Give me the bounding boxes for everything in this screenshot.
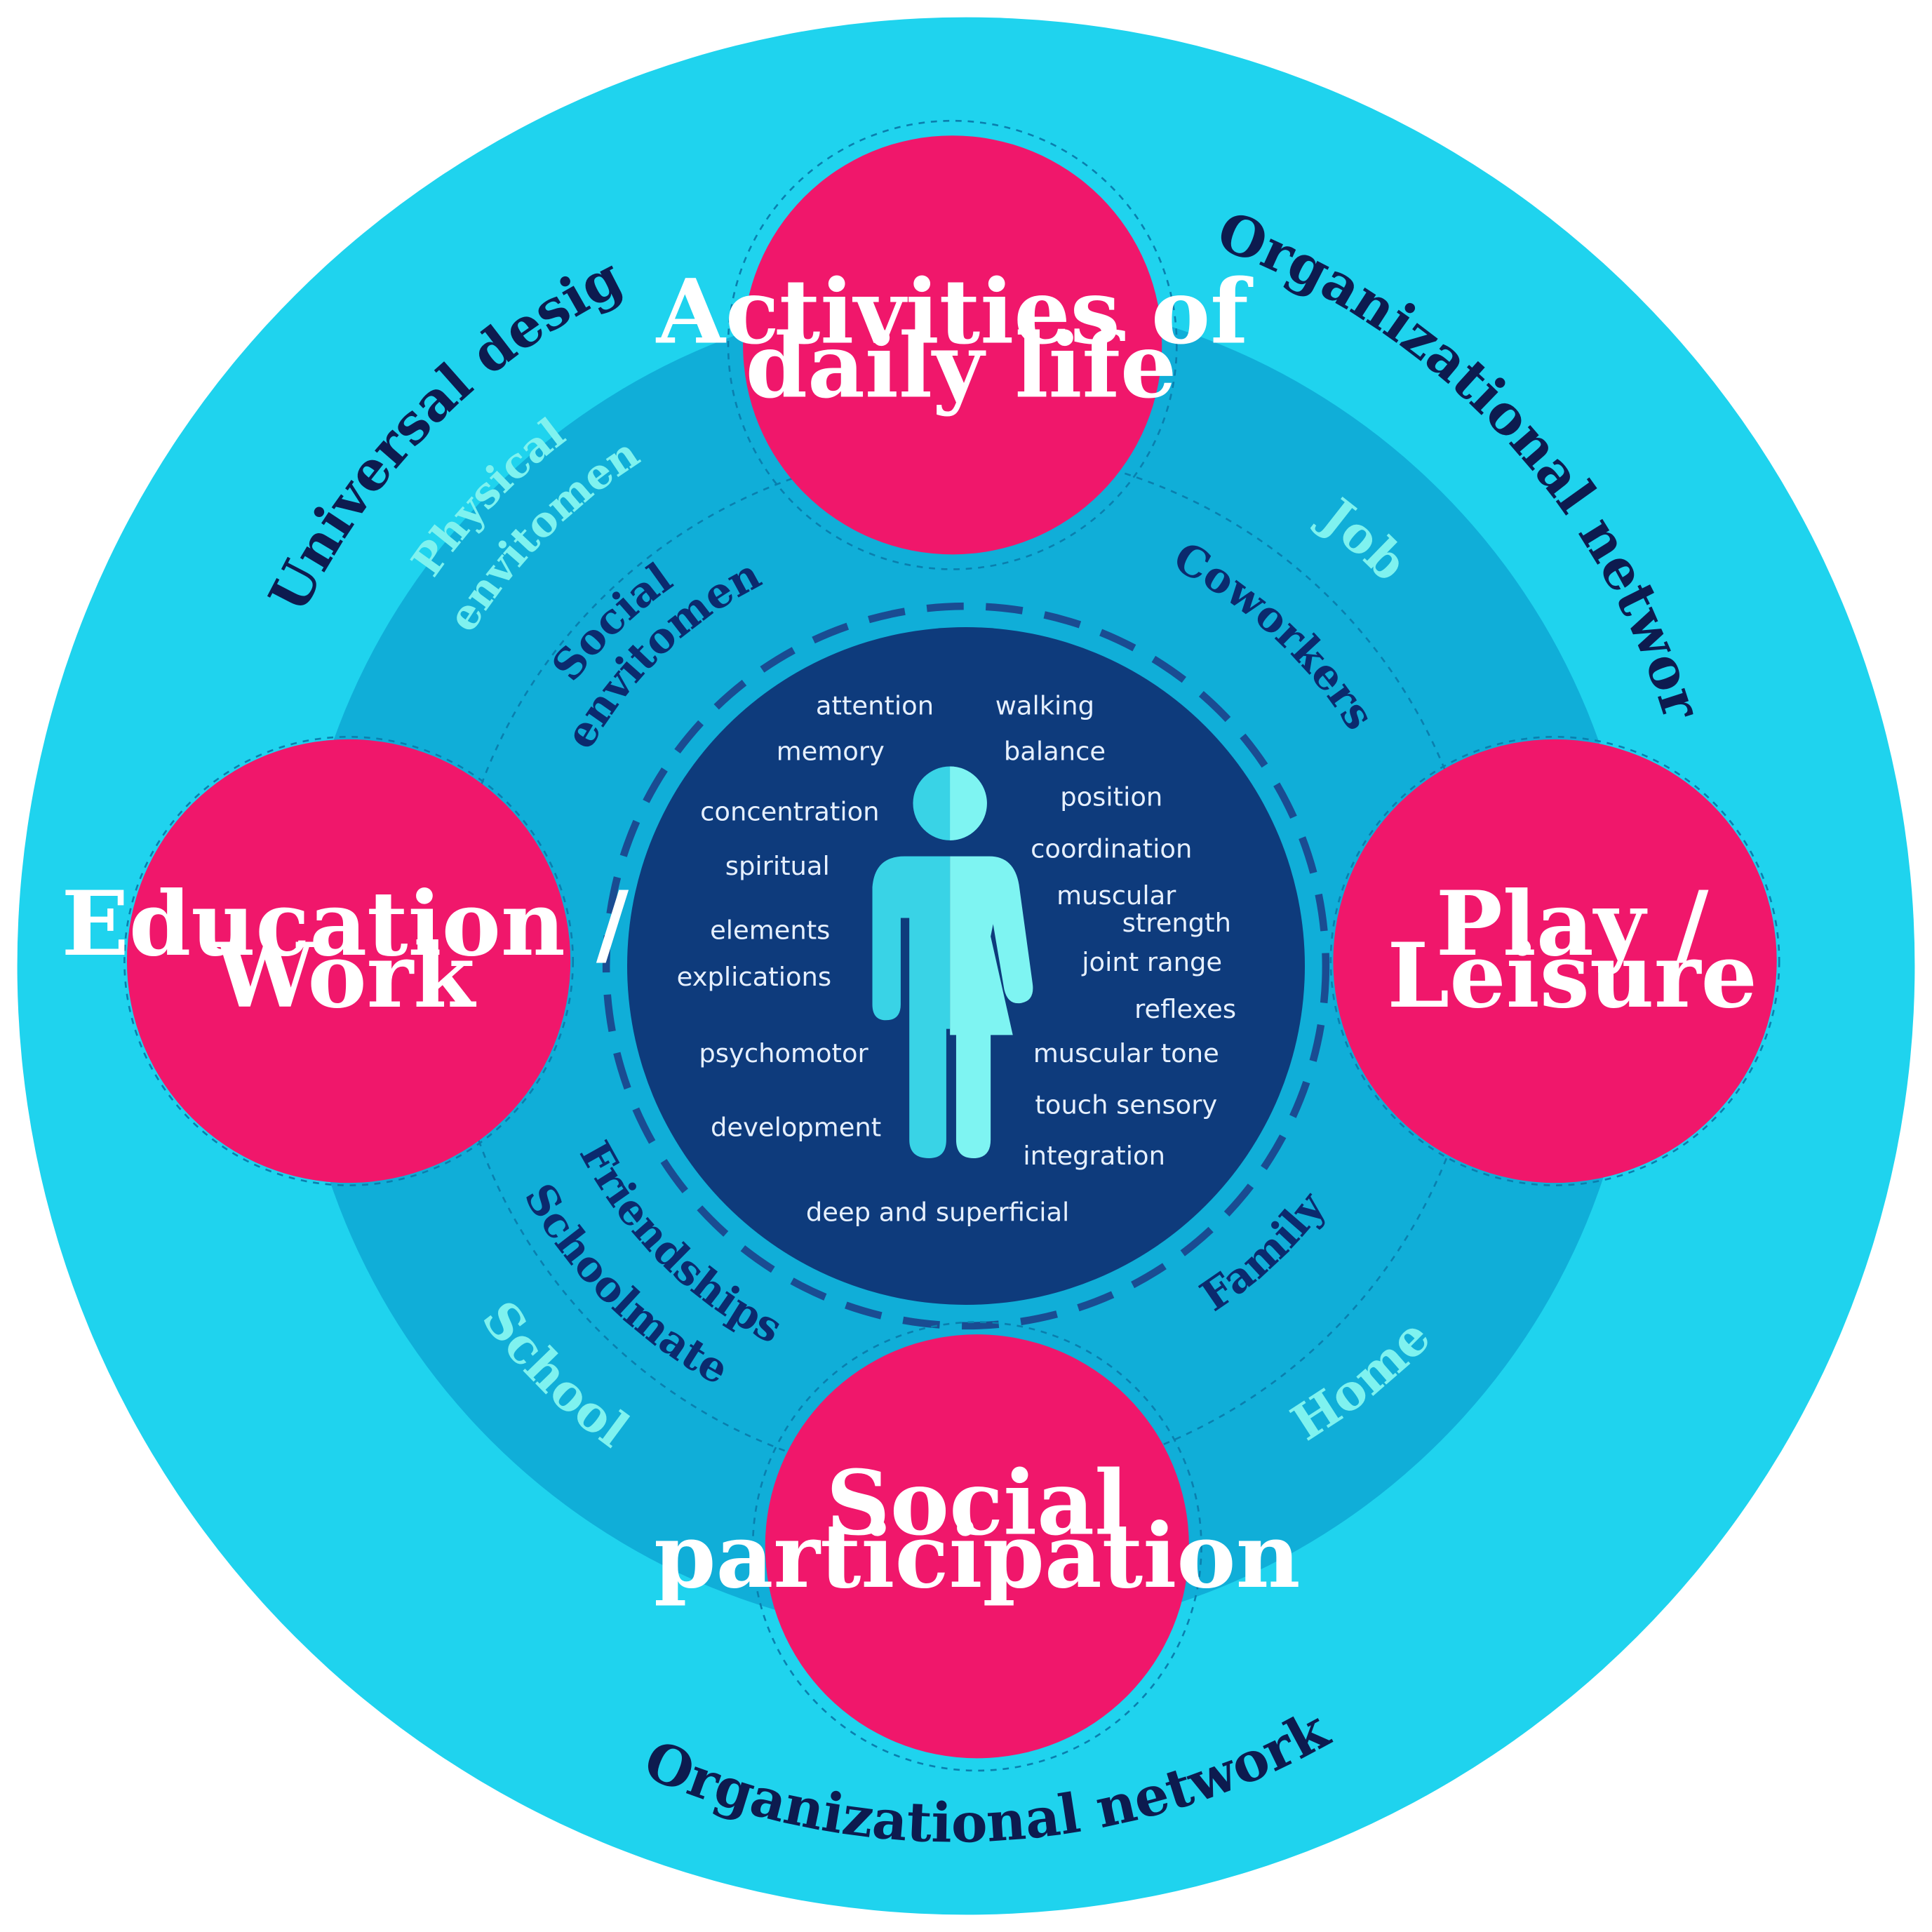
activity-left: Education / Work bbox=[62, 735, 629, 1186]
factor-position: position bbox=[1060, 782, 1162, 812]
activity-top-line2: daily life bbox=[746, 314, 1177, 418]
factor-development: development bbox=[711, 1112, 881, 1142]
person-icon bbox=[872, 766, 1033, 1158]
factor-psychomotor: psychomotor bbox=[699, 1038, 868, 1068]
factor-balance: balance bbox=[1004, 737, 1106, 767]
factor-concentration: concentration bbox=[700, 797, 879, 827]
activity-right: Play / Leisure bbox=[1329, 735, 1780, 1186]
factor-touch-sensory: touch sensory bbox=[1035, 1090, 1217, 1120]
factor-memory: memory bbox=[777, 737, 885, 767]
activity-right-line2: Leisure bbox=[1387, 923, 1757, 1028]
factor-joint-range: joint range bbox=[1081, 947, 1222, 977]
activity-right-line1: Play / bbox=[1436, 871, 1710, 976]
factor-deep-and-superficial: deep and superficial bbox=[806, 1198, 1069, 1228]
factor-strength: strength bbox=[1122, 908, 1231, 938]
core-dashed-border bbox=[602, 602, 1330, 1330]
factor-integration: integration bbox=[1023, 1141, 1165, 1171]
activity-left-line1: Education / bbox=[62, 871, 629, 976]
factor-attention: attention bbox=[816, 691, 934, 721]
factor-spiritual: spiritual bbox=[725, 851, 830, 881]
activity-top: Activities of daily life bbox=[656, 119, 1254, 570]
activity-bottom-line1: Social bbox=[826, 1451, 1128, 1555]
factor-elements: elements bbox=[710, 915, 830, 945]
activity-bottom: Social participation bbox=[654, 1321, 1301, 1772]
factor-reflexes: reflexes bbox=[1134, 994, 1236, 1024]
factor-coordination: coordination bbox=[1031, 833, 1192, 864]
factor-muscular-tone: muscular tone bbox=[1033, 1038, 1219, 1068]
activity-left-line2: Work bbox=[214, 923, 477, 1028]
factor-explications: explications bbox=[677, 962, 831, 992]
activity-top-line1: Activities of bbox=[656, 259, 1254, 363]
factor-muscular: muscular bbox=[1056, 880, 1176, 911]
activity-bottom-line2: participation bbox=[654, 1503, 1300, 1608]
factor-walking: walking bbox=[995, 691, 1094, 721]
